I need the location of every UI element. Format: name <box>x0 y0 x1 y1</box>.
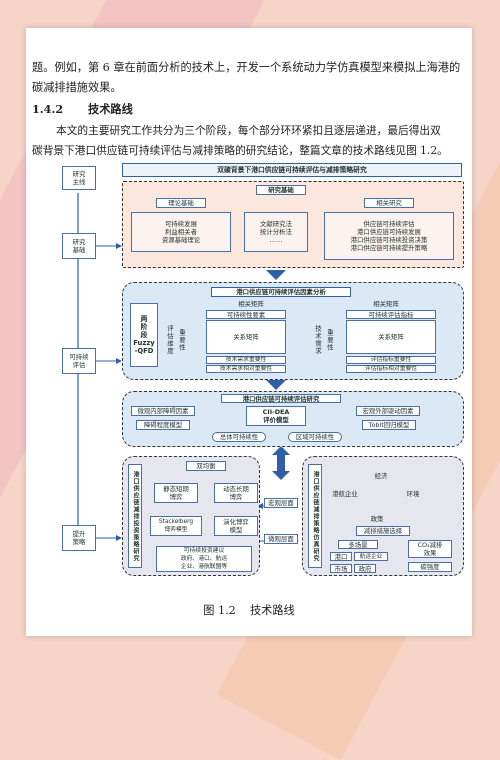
right-importance-label: 重要性 <box>326 328 334 352</box>
figure-caption: 图 1.2 技术路线 <box>203 604 295 617</box>
section-number: 1.4.2 <box>32 102 64 116</box>
stage3-title: 港口供应链可持续评估研究 <box>221 394 341 403</box>
paragraph-line: 题。例如，第 6 章在前面分析的技术上，开发一个系统动力学仿真模型来模拟上海港的 <box>32 61 461 74</box>
section-title: 技术路线 <box>88 102 133 116</box>
right-bottom-row-1: 评估指标重要性 <box>346 356 436 364</box>
left-bottom-row-1: 技术需求重要性 <box>206 356 286 364</box>
scenario-government: 政府 <box>354 564 376 573</box>
cycle-economy: 经济 <box>374 472 388 480</box>
side-label-eval: 可持续 评估 <box>62 348 96 374</box>
figure-top-banner: 双碳背景下港口供应链可持续评估与减排策略研究 <box>122 163 462 177</box>
side-label-strategy: 提升 策略 <box>62 525 96 551</box>
micro-model: 障碍程度模型 <box>136 420 190 430</box>
regional-sustainability: 区域可持续性 <box>288 432 342 442</box>
cycle-enterprise: 港航企业 <box>332 490 358 498</box>
micro-factors: 微观内部障碍因素 <box>131 406 195 416</box>
left-importance-label: 重要性 <box>178 328 186 352</box>
stage4-right-title: 港口供应链减排策略仿真研究 <box>308 464 322 568</box>
static-game: 静态短期 博弈 <box>154 483 198 503</box>
reduction-choice: 减排措施选择 <box>356 526 410 536</box>
macro-model: Tobit回归模型 <box>362 420 416 430</box>
cycle-environment: 环境 <box>406 490 420 498</box>
side-label-main: 研究 主线 <box>62 166 96 190</box>
scenario-shipping: 航运企业 <box>354 552 388 561</box>
body-line: 本文的主要研究工作共分为三个阶段，每个部分环环紧扣且逐层递进，最后得出双 <box>56 124 441 137</box>
scenario-market: 市场 <box>330 564 352 573</box>
theory-items: 可持续发展 利益相关者 资源基础理论 <box>131 212 231 252</box>
right-tech-label: 技术需求 <box>314 325 322 355</box>
cycle-policy: 政策 <box>370 515 384 523</box>
stage1-title: 研究基础 <box>256 185 306 195</box>
right-requirement-header: 可持续评估指标 <box>346 310 436 319</box>
left-dimension-label: 评估维度 <box>166 325 174 355</box>
paragraph-line: 碳减排措施效果。 <box>32 81 122 94</box>
stage2-title: 港口供应链可持续评估因素分析 <box>211 287 351 297</box>
left-correlation-matrix: 相关矩阵 <box>238 300 264 308</box>
method-box: 文献研究法 统计分析法 …… <box>244 212 308 252</box>
related-title: 相关研究 <box>364 198 414 208</box>
right-bottom-row-2: 评估指标相对重要性 <box>346 365 436 373</box>
side-label-basis: 研究 基础 <box>62 233 96 259</box>
double-equilibrium: 双均衡 <box>186 461 226 471</box>
document-page: 题。例如，第 6 章在前面分析的技术上，开发一个系统动力学仿真模型来模拟上海港的… <box>26 28 472 636</box>
related-items: 供应链可持续评估 港口供应链可持续发展 港口供应链可持续投资决策 港口供应链可持… <box>324 212 454 260</box>
stage4-left-title: 港口供应链减排投资策略研究 <box>128 464 142 568</box>
carbon-intensity: 碳强度 <box>408 562 452 572</box>
multi-scenario: 多场景 <box>338 540 378 549</box>
cii-dea-model: CII-DEA 评价模型 <box>246 406 306 426</box>
evolution-model: 演化博弈 模型 <box>214 516 258 536</box>
theory-title: 理论基础 <box>156 198 206 208</box>
stackelberg-model: Stackelberg 博弈模型 <box>150 516 202 536</box>
dynamic-game: 动态长期 博弈 <box>214 483 258 503</box>
technical-route-figure: 双碳背景下港口供应链可持续评估与减排策略研究 研究 主线 研究 基础 可持续 评… <box>26 28 472 636</box>
co2-effect: CO₂减排 效果 <box>408 540 452 558</box>
left-bottom-row-2: 技术需求相对重要性 <box>206 365 286 373</box>
right-relation-matrix: 关系矩阵 <box>346 320 436 354</box>
scenario-port: 港口 <box>330 552 352 561</box>
body-line: 碳背景下港口供应链可持续评估与减排策略的研究结论，整篇文章的技术路线见图 1.2… <box>32 144 448 157</box>
macro-factors: 宏观外部驱动因素 <box>356 406 420 416</box>
right-correlation-matrix: 相关矩阵 <box>373 300 399 308</box>
total-sustainability: 总体可持续性 <box>212 432 266 442</box>
micro-level-label: 微观层面 <box>264 534 298 544</box>
fuzzy-qfd-box: 两 阶 段 Fuzzy -QFD <box>130 303 158 367</box>
macro-level-label: 宏观层面 <box>264 498 298 508</box>
left-requirement-header: 可持续性要素 <box>206 310 286 319</box>
investment-advice: 可持续投资建议 政府、港口、航运 企业、港航联盟等 <box>156 546 252 572</box>
left-relation-matrix: 关系矩阵 <box>206 320 286 354</box>
